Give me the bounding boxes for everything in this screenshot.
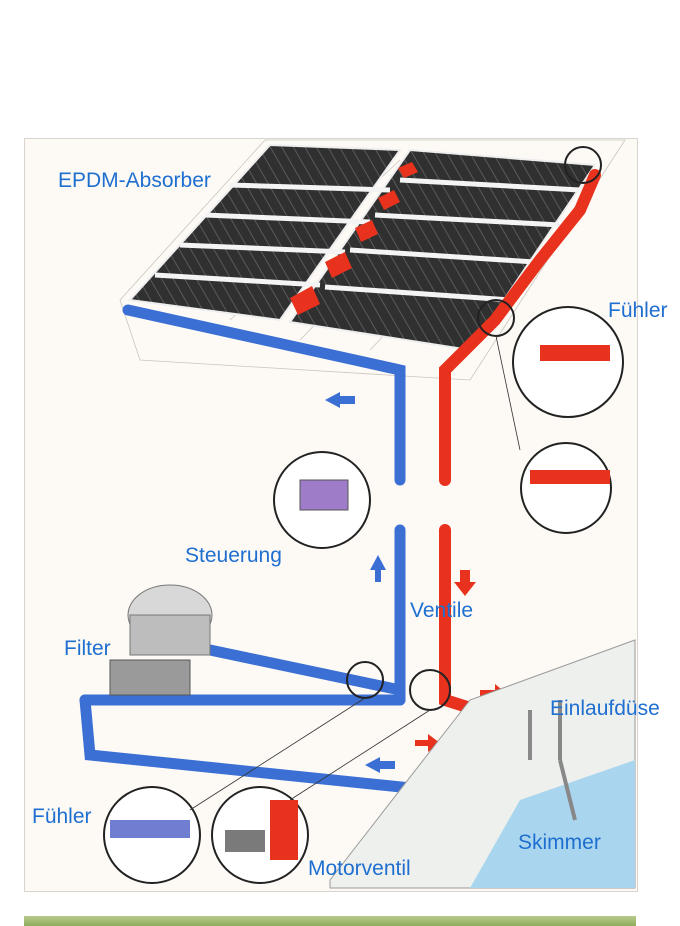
- fuehler-bottom-label: Fühler: [32, 805, 92, 828]
- bottom-strip: [24, 916, 636, 926]
- fuehler-top-label: Fühler: [608, 299, 668, 322]
- motorventil-label: Motorventil: [308, 857, 411, 880]
- epdm-absorber-label: EPDM-Absorber: [58, 169, 211, 192]
- pool: [329, 639, 636, 889]
- epdm-absorber-panels: [127, 143, 597, 352]
- cold-water-pipes: [79, 304, 436, 796]
- filter-label: Filter: [64, 637, 111, 660]
- skimmer-label: Skimmer: [518, 831, 601, 854]
- detail-contents: [110, 345, 610, 860]
- filter-tank: [109, 584, 213, 696]
- roof-flow-arrows: [290, 162, 418, 315]
- leader-lines: [189, 335, 521, 811]
- einlaufduese-label: Einlaufdüse: [550, 697, 660, 720]
- ventile-label: Ventile: [410, 599, 474, 622]
- steuerung-label: Steuerung: [185, 544, 282, 567]
